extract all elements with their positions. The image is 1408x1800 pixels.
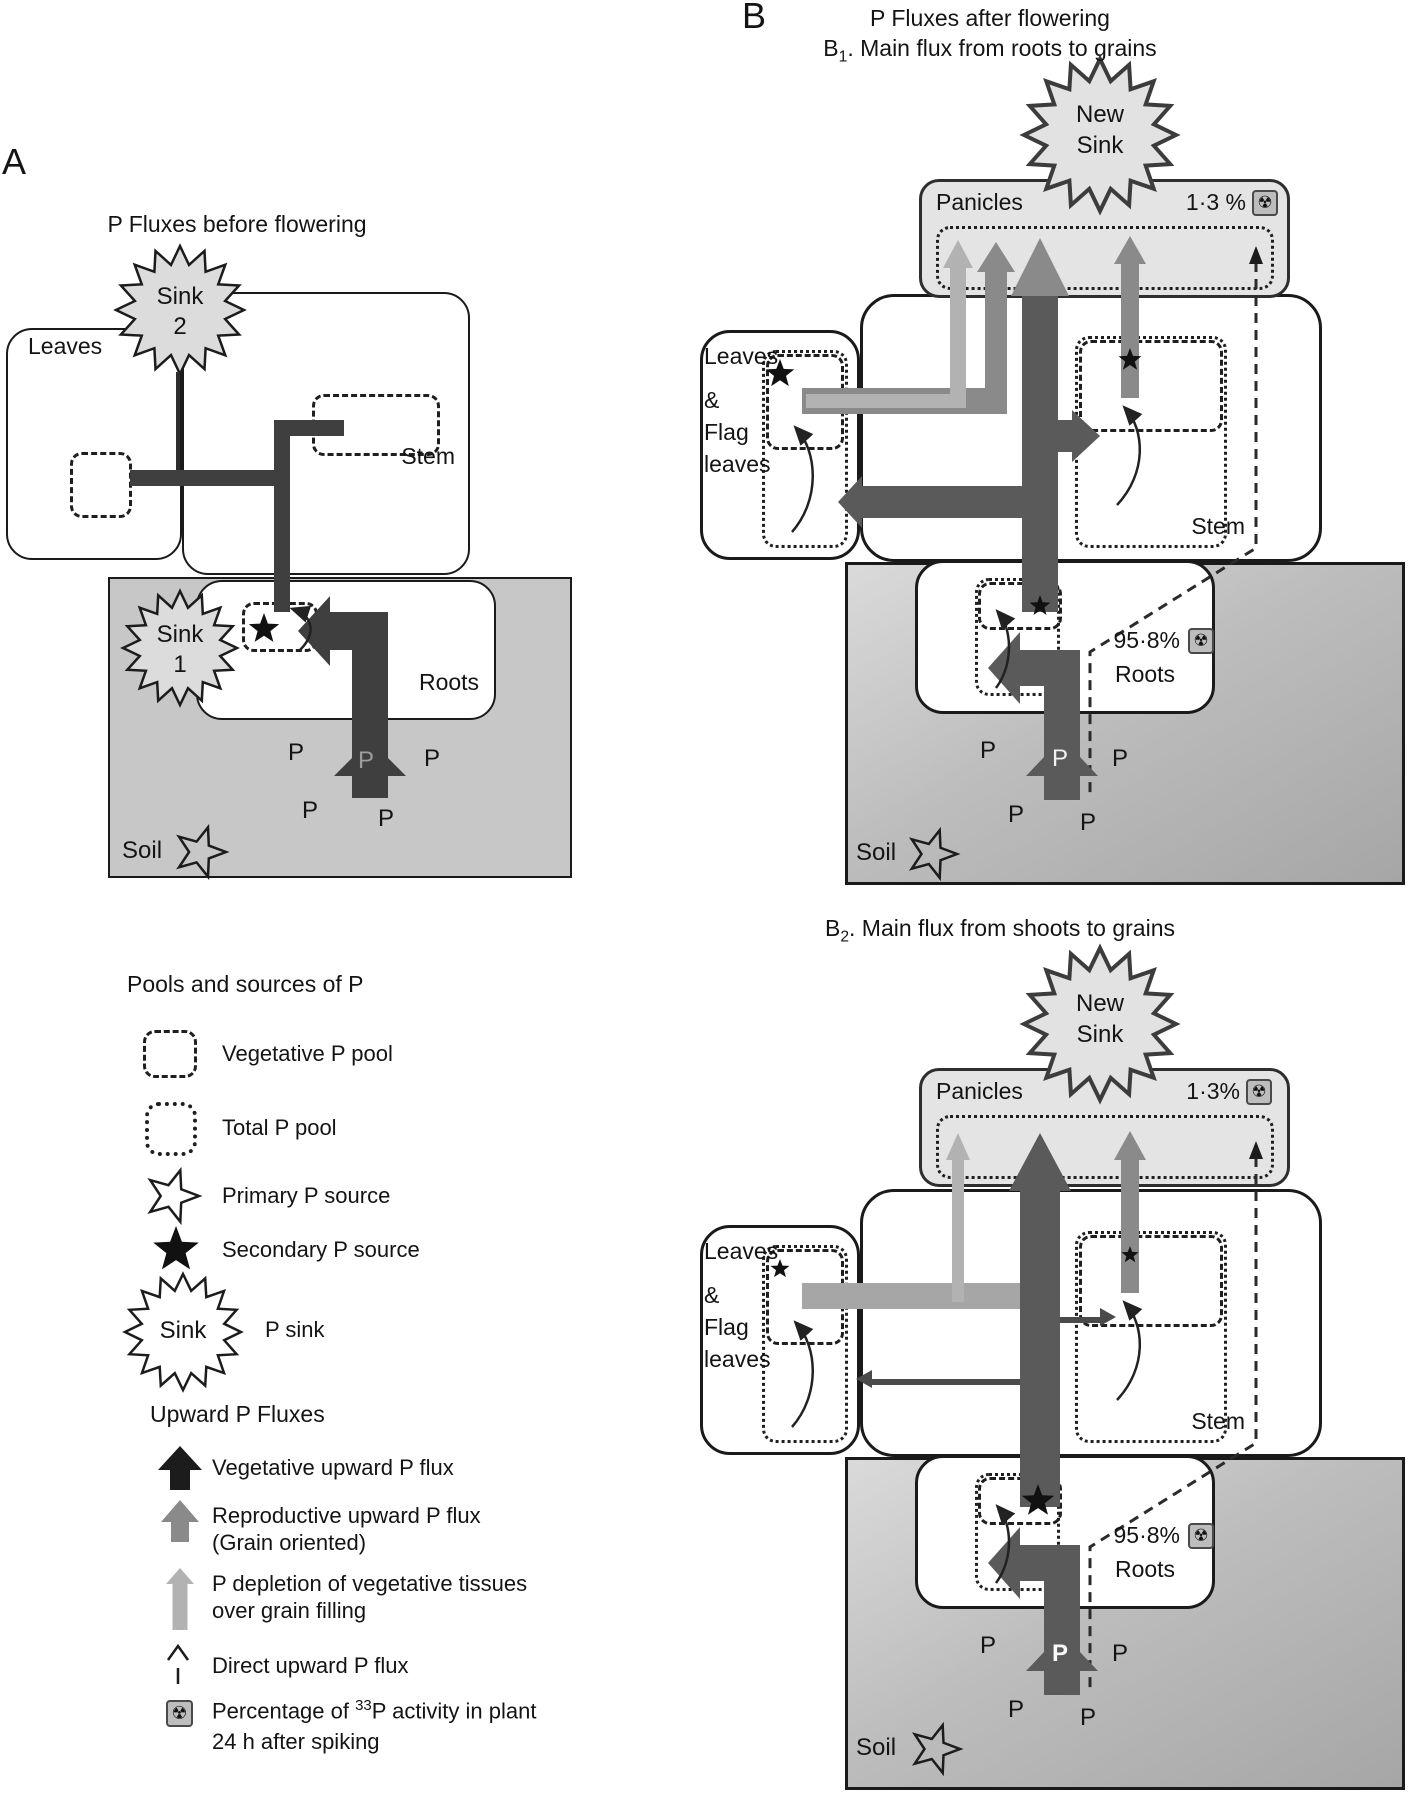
stem-veg-pool-b2 [1079,1235,1223,1327]
panicles-label-b1: Panicles [936,189,1023,215]
soil-p-a-1: P [288,739,305,766]
leaves-label-b2-line3: Flag [704,1314,749,1340]
panel-b2-subtitle: B2. Main flux from shoots to grains [824,915,1175,946]
roots-pct-b2: 95·8% [1113,1522,1180,1548]
panel-a-label: A [2,141,27,182]
panel-b-title: P Fluxes after flowering [870,5,1110,31]
leaves-total-pool-b2 [762,1245,848,1443]
soil-p-a-2: P [358,747,375,774]
new-sink-b1-line1: New [1075,101,1124,128]
soil-p-b1-3: P [1112,745,1129,772]
leaves-label-b2-line2: & [704,1282,720,1308]
legend-p-sink-label: P sink [265,1317,325,1342]
legend-reproductive-flux-line1: Reproductive upward P flux [212,1503,481,1528]
panicles-label-b2: Panicles [936,1078,1023,1104]
stem-label-b1: Stem [1191,513,1245,539]
legend-primary-star-icon [147,1166,203,1226]
panicles-total-pool-b1 [936,226,1274,290]
legend-vegetative-flux-label: Vegetative upward P flux [212,1455,454,1480]
roots-veg-pool-a [242,602,318,652]
leaves-label-a: Leaves [28,333,103,359]
leaves-label-b1-line2: & [704,387,720,413]
leaves-total-pool-b1 [762,350,848,548]
sink2-label-line2: 2 [173,313,187,340]
sink1-label-line1: Sink [156,621,204,648]
radioactivity-icon-panicles-b2: ☢ [1246,1079,1272,1105]
soil-p-b2-3: P [1112,1640,1129,1667]
legend-sink-symbol-label: Sink [159,1317,207,1344]
legend-vegetative-flux-arrow-icon [158,1446,202,1490]
soil-p-b2-1: P [980,1632,997,1659]
radioactivity-icon-roots-b1: ☢ [1188,628,1214,654]
legend-direct-flux-arrow-icon [166,1643,190,1661]
soil-p-b1-1: P [980,737,997,764]
roots-veg-pool-b1 [978,582,1062,630]
stem-veg-pool-b1 [1079,340,1223,432]
radioactivity-icon-roots-b2: ☢ [1188,1523,1214,1549]
soil-p-b2-5: P [1080,1704,1097,1731]
legend-radio-line1: Percentage of 33P activity in plant [212,1697,537,1724]
legend-secondary-star-icon [153,1226,199,1270]
stem-label-a: Stem [401,443,455,469]
panel-b-label: B [742,0,767,36]
legend-vegetative-pool-label: Vegetative P pool [222,1041,393,1066]
soil-label-b1: Soil [856,839,897,866]
legend-reproductive-flux-arrow-icon [161,1500,199,1542]
sink2-label-line1: Sink [156,283,204,310]
roots-pct-b1: 95·8% [1113,627,1180,653]
new-sink-b2-line1: New [1075,990,1124,1017]
new-sink-b1-line2: Sink [1076,132,1124,159]
new-sink-b2-line2: Sink [1076,1021,1124,1048]
legend-secondary-source-label: Secondary P source [222,1237,420,1262]
legend-depletion-line2: over grain filling [212,1598,367,1623]
panel-b1-subtitle: B1. Main flux from roots to grains [823,35,1157,66]
panicles-total-pool-b2 [936,1115,1274,1179]
panel-a-title: P Fluxes before flowering [107,211,367,237]
roots-box-a [196,580,496,720]
soil-p-b2-4: P [1008,1696,1025,1723]
legend-vegetative-pool-icon [143,1030,197,1078]
soil-p-b1-2: P [1052,745,1069,772]
soil-p-b1-5: P [1080,809,1097,836]
leaves-box-a [6,328,182,560]
soil-p-a-5: P [378,805,395,832]
soil-p-a-3: P [424,745,441,772]
legend-pools-title: Pools and sources of P [127,971,364,997]
legend-total-pool-label: Total P pool [222,1115,337,1140]
roots-label-b1: Roots [1114,661,1176,687]
roots-veg-pool-b2 [978,1477,1062,1525]
radioactivity-icon-panicles-b1: ☢ [1252,190,1278,216]
roots-label-a: Roots [418,669,480,695]
legend-radioactivity-icon: ☢ [166,1700,193,1727]
panicle-pct-b1: 1·3 % [1185,189,1246,215]
soil-p-b2-2: P [1052,1640,1069,1667]
stem-label-b2: Stem [1191,1408,1245,1434]
legend-primary-source-label: Primary P source [222,1183,391,1208]
soil-p-a-4: P [302,797,319,824]
leaves-label-b2-line1: Leaves [704,1238,779,1264]
legend-fluxes-title: Upward P Fluxes [150,1401,325,1427]
sink1-label-line2: 1 [173,651,187,678]
leaves-label-b1-line1: Leaves [704,343,779,369]
soil-label-b2: Soil [856,1734,897,1761]
leaves-veg-pool-a [70,452,132,518]
legend-radio-line2: 24 h after spiking [212,1729,380,1754]
legend-direct-flux-label: Direct upward P flux [212,1653,409,1678]
soil-label-a: Soil [122,837,163,864]
leaves-label-b1-line4: leaves [704,451,771,477]
legend-total-pool-icon [145,1102,197,1156]
soil-p-b1-4: P [1008,801,1025,828]
roots-label-b2: Roots [1114,1556,1176,1582]
legend-reproductive-flux-line2: (Grain oriented) [212,1530,367,1555]
panicle-pct-b2: 1·3% [1186,1078,1240,1104]
leaves-label-b2-line4: leaves [704,1346,771,1372]
legend-depletion-flux-arrow-icon [166,1568,194,1630]
legend-depletion-line1: P depletion of vegetative tissues [212,1571,528,1596]
leaves-label-b1-line3: Flag [704,419,749,445]
